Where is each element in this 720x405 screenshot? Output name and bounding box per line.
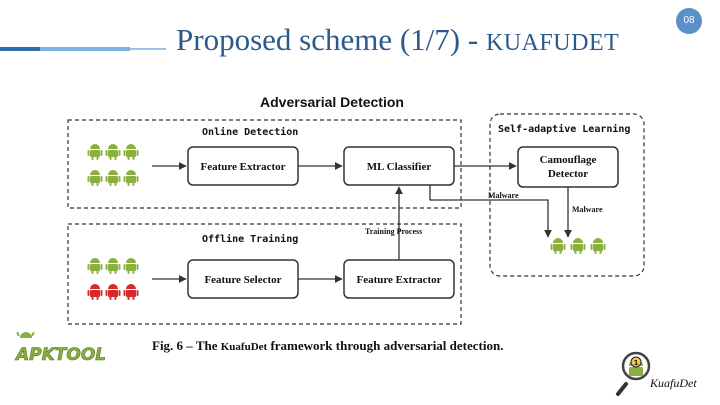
android-group-offline-malware <box>87 284 139 300</box>
feature-extractor-online-text: Feature Extractor <box>200 161 285 173</box>
feature-selector-text: Feature Selector <box>204 274 281 286</box>
camouflage-detector-box <box>517 146 619 188</box>
slide-number-badge: 08 <box>676 8 702 34</box>
figure-caption: Fig. 6 – The KuafuDet framework through … <box>152 338 503 353</box>
android-group-online <box>87 144 139 186</box>
caption-prefix: Fig. 6 – The <box>152 338 221 353</box>
camouflage-detector-text-1: Camouflage <box>540 154 597 166</box>
slide-title-kuafudet: KUAFUDET <box>485 30 620 56</box>
malware-label-right: Malware <box>572 205 603 214</box>
caption-suffix: framework through adversarial detection. <box>267 338 503 353</box>
framework-diagram: Adversarial Detection Online Detection O… <box>67 94 645 353</box>
training-process-label: Training Process <box>365 227 422 236</box>
ml-classifier-text: ML Classifier <box>367 161 432 173</box>
self-adaptive-learning-region <box>489 113 645 277</box>
android-group-detected <box>550 238 606 254</box>
feature-extractor-offline-text: Feature Extractor <box>356 274 441 286</box>
online-detection-region <box>67 119 462 209</box>
apktool-logo: APKTOOL <box>14 331 106 364</box>
magnifier-icon: 1 <box>616 351 651 396</box>
svg-text:1: 1 <box>634 359 639 367</box>
diagram-heading: Adversarial Detection <box>260 94 404 110</box>
slide-title: Proposed scheme (1/7) - KUAFUDET <box>176 22 619 58</box>
title-accent-bar-light <box>40 47 130 51</box>
kuafudet-logo: 1 <box>616 351 651 396</box>
online-detection-label: Online Detection <box>202 126 298 138</box>
framework-figure: Adversarial Detection Online Detection O… <box>62 92 652 360</box>
camouflage-detector-text-2: Detector <box>548 168 588 180</box>
title-accent-bar <box>0 47 40 51</box>
offline-training-region <box>67 223 462 325</box>
android-group-offline-benign <box>87 258 139 274</box>
caption-name: KuafuDet <box>221 341 268 353</box>
self-adaptive-learning-label: Self-adaptive Learning <box>498 123 630 135</box>
kuafudet-logo-text: KuafuDet <box>650 376 697 390</box>
slide-title-main: Proposed scheme (1/7) - <box>176 22 486 57</box>
arrow-classifier-malware <box>429 185 552 238</box>
title-accent-line <box>130 48 166 50</box>
apktool-logo-text: APKTOOL <box>14 345 106 364</box>
malware-label-left: Malware <box>488 191 519 200</box>
offline-training-label: Offline Training <box>202 233 298 245</box>
